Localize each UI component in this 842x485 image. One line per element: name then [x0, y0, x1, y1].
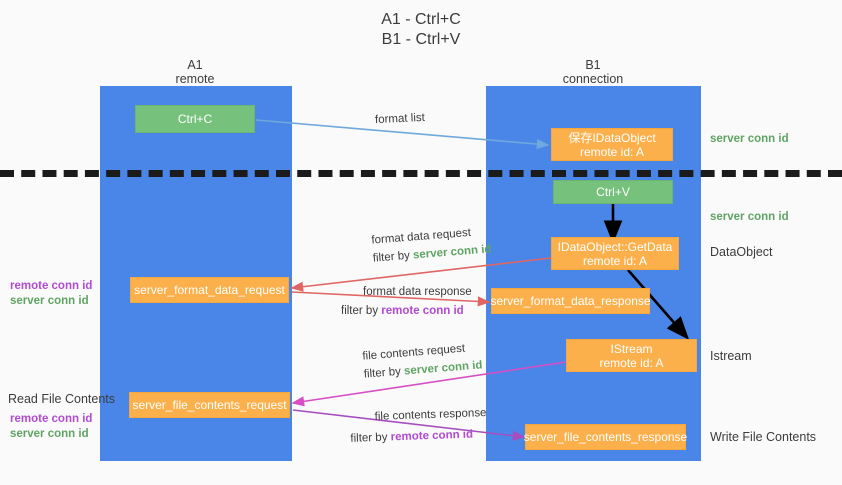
- left-tag-server-conn-id-2: server conn id: [10, 428, 89, 440]
- edge-label-format-data-response: format data response filter by remote co…: [341, 285, 472, 318]
- lane-header-b1-name: B1: [585, 58, 601, 72]
- edge-label-format-list-text: format list: [374, 111, 426, 127]
- left-tag-server-conn-id-1: server conn id: [10, 295, 89, 307]
- node-server-file-contents-response-label: server_file_contents_response: [523, 430, 688, 444]
- node-istream-line2: remote id: A: [599, 355, 664, 370]
- node-server-file-contents-response[interactable]: server_file_contents_response: [523, 424, 688, 450]
- lane-header-a1-name: A1: [187, 58, 203, 72]
- filter-value-remote-conn-id: remote conn id: [381, 305, 464, 317]
- right-tag-server-conn-id-2: server conn id: [710, 211, 789, 223]
- lane-header-a1-sub: remote: [175, 72, 215, 86]
- edge-label-format-list: format list: [375, 111, 425, 127]
- lane-header-a1: A1 remote: [120, 58, 270, 86]
- node-ctrl-v-line1: Ctrl+V: [596, 185, 630, 199]
- filter-prefix: filter by: [363, 365, 405, 381]
- node-ctrl-c[interactable]: Ctrl+C: [135, 105, 255, 133]
- filter-prefix: filter by: [372, 249, 414, 265]
- node-server-file-contents-request-label: server_file_contents_request: [132, 398, 287, 412]
- filter-value-server-conn-id: server conn id: [412, 243, 492, 262]
- edge-label-file-contents-response: file contents response filter by remote …: [350, 406, 487, 445]
- edge-label-file-contents-response-filter: filter by remote conn id: [350, 427, 487, 446]
- edge-label-file-contents-request: file contents request filter by server c…: [362, 340, 483, 381]
- node-istream[interactable]: IStream remote id: A: [566, 339, 697, 372]
- left-tag-remote-conn-id-2: remote conn id: [10, 413, 93, 425]
- right-tag-write-file-contents: Write File Contents: [710, 430, 817, 444]
- node-server-format-data-response-label: server_format_data_response: [490, 294, 651, 308]
- node-istream-line1: IStream: [610, 341, 653, 356]
- right-tag-dataobject: DataObject: [710, 245, 773, 259]
- node-idataobject-getdata-line1: IDataObject::GetData: [557, 239, 673, 254]
- node-save-idataobject-line1: 保存IDataObject: [568, 130, 656, 145]
- right-tag-istream: Istream: [710, 349, 752, 363]
- node-idataobject-getdata-line2: remote id: A: [582, 253, 648, 268]
- lane-header-b1-sub: connection: [562, 72, 624, 86]
- edge-label-file-contents-response-text: file contents response: [374, 407, 487, 423]
- right-tag-server-conn-id-1: server conn id: [710, 133, 789, 145]
- node-server-format-data-request[interactable]: server_format_data_request: [130, 277, 289, 303]
- node-ctrl-v[interactable]: Ctrl+V: [553, 180, 673, 204]
- left-tag-remote-conn-id-1: remote conn id: [10, 280, 93, 292]
- node-server-format-data-response[interactable]: server_format_data_response: [490, 288, 651, 314]
- node-idataobject-getdata[interactable]: IDataObject::GetData remote id: A: [551, 237, 679, 270]
- edge-label-format-data-response-filter: filter by remote conn id: [341, 304, 472, 318]
- trust-boundary-divider: [0, 170, 842, 177]
- filter-prefix: filter by: [350, 431, 391, 445]
- lane-header-b1: B1 connection: [518, 58, 668, 86]
- filter-prefix: filter by: [341, 305, 382, 317]
- filter-value-server-conn-id: server conn id: [403, 359, 483, 378]
- edge-label-format-data-request: format data request filter by server con…: [371, 224, 492, 265]
- node-save-idataobject[interactable]: 保存IDataObject remote id: A: [551, 128, 673, 161]
- node-save-idataobject-line2: remote id: A: [579, 144, 645, 159]
- node-server-file-contents-request[interactable]: server_file_contents_request: [129, 392, 290, 418]
- edge-label-format-data-response-text: format data response: [363, 286, 472, 298]
- node-ctrl-c-line1: Ctrl+C: [177, 112, 213, 126]
- node-server-format-data-request-label: server_format_data_request: [134, 283, 285, 297]
- page-title: A1 - Ctrl+C B1 - Ctrl+V: [381, 11, 461, 48]
- filter-value-remote-conn-id: remote conn id: [390, 428, 474, 444]
- left-tag-read-file-contents: Read File Contents: [8, 392, 116, 406]
